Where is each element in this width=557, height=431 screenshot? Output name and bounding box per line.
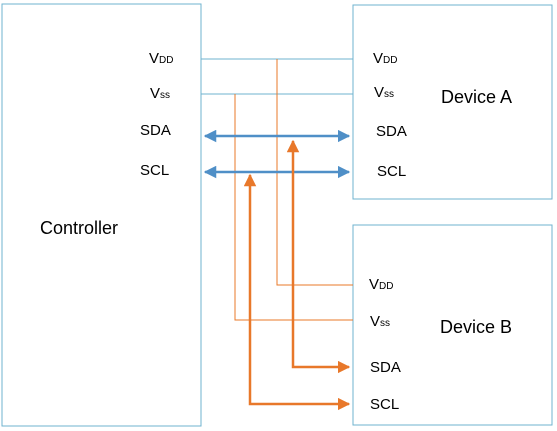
- device-a-title: Device A: [441, 87, 512, 107]
- controller-box: [1, 3, 202, 427]
- scl-bus-b: [243, 173, 351, 411]
- device-b-pin-sda: SDA: [370, 359, 401, 376]
- device-b-pin-vss: Vss: [370, 313, 390, 330]
- device-b-title: Device B: [440, 317, 512, 337]
- device-a-pin-vss: Vss: [374, 84, 394, 101]
- device-b-pin-scl: SCL: [370, 396, 399, 413]
- device-a-pin-scl: SCL: [377, 163, 406, 180]
- device-a-pin-sda: SDA: [376, 123, 407, 140]
- device-a-pin-vdd: VDD: [373, 50, 397, 67]
- device-b-box: [352, 224, 553, 426]
- controller-pin-vss: Vss: [150, 85, 170, 102]
- controller-title: Controller: [40, 218, 118, 238]
- device-a-box: [352, 4, 553, 200]
- controller-pin-vdd: VDD: [149, 50, 173, 67]
- controller-pin-sda: SDA: [140, 122, 171, 139]
- controller-pin-scl: SCL: [140, 162, 169, 179]
- sda-bus-b: [286, 139, 351, 374]
- device-b-pin-vdd: VDD: [369, 276, 393, 293]
